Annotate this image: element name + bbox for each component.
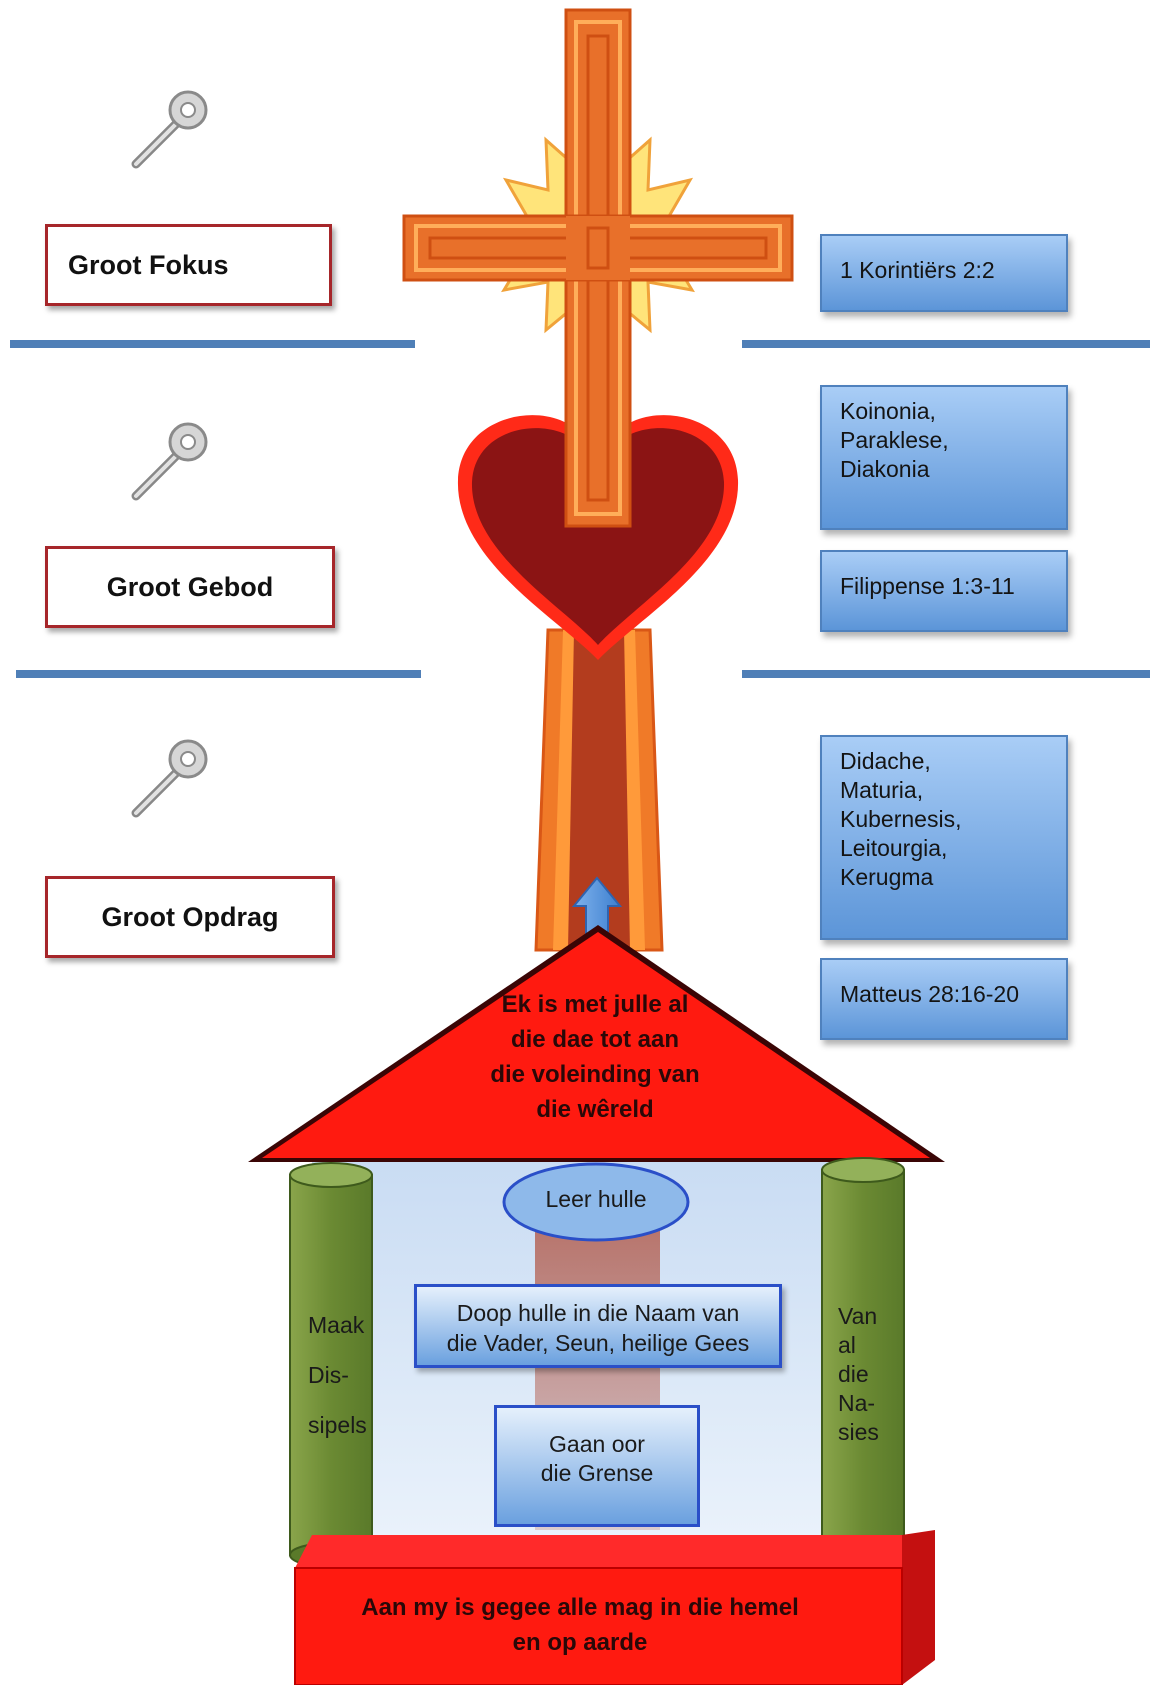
key-icon (131, 90, 208, 169)
label-groot-fokus-text: Groot Fokus (68, 249, 229, 280)
roof-line: Ek is met julle al (501, 991, 689, 1018)
key-icon (131, 739, 208, 818)
house-roof (248, 925, 945, 1162)
ref-box-matteus: Matteus 28:16-20 (820, 958, 1068, 1040)
ref-box-line: Kubernesis, (840, 806, 962, 832)
label-groot-opdrag-text: Groot Opdrag (101, 901, 279, 932)
ref-box-korintiers: 1 Korintiërs 2:2 (820, 234, 1068, 312)
ref-box-line: Leitourgia, (840, 835, 948, 861)
ref-box-line: Diakonia (840, 456, 930, 482)
leer-hulle-text: Leer hulle (545, 1186, 647, 1212)
ref-box-line: Didache, (840, 748, 931, 774)
right-pillar-line: al (838, 1332, 856, 1358)
label-groot-gebod-text: Groot Gebod (106, 571, 274, 602)
house-base (294, 1530, 935, 1685)
label-groot-gebod: Groot Gebod (45, 546, 335, 628)
ref-box-filippense: Filippense 1:3-11 (820, 550, 1068, 632)
left-pillar-line: Maak (308, 1312, 365, 1338)
ref-box-line: Kerugma (840, 864, 934, 890)
gaan-oor-box: Gaan oor die Grense (494, 1405, 700, 1527)
label-groot-opdrag: Groot Opdrag (45, 876, 335, 958)
key-icon (131, 422, 208, 501)
right-pillar-text: Van al die Na- sies (838, 1302, 879, 1447)
right-pillar-line: sies (838, 1419, 879, 1445)
gaan-oor-line: die Grense (540, 1460, 654, 1486)
roof-line: die dae tot aan (510, 1026, 680, 1053)
leer-hulle-oval (502, 1162, 690, 1242)
base-line: Aan my is gegee alle mag in die hemel (361, 1594, 799, 1621)
cross-stem-beam (534, 628, 664, 952)
divider-right-1 (742, 340, 1150, 348)
divider-right-2 (742, 670, 1150, 678)
left-pillar-text: Maak Dis- sipels (308, 1300, 367, 1450)
ref-box-line: Koinonia, (840, 398, 936, 424)
ref-box-line: Paraklese, (840, 427, 949, 453)
doop-hulle-line: Doop hulle in die Naam van (456, 1300, 740, 1326)
ref-box-line: Filippense 1:3-11 (840, 573, 1015, 599)
ref-box-line: 1 Korintiërs 2:2 (840, 257, 995, 283)
ref-box-koinonia: Koinonia, Paraklese, Diakonia (820, 385, 1068, 530)
ref-box-didache: Didache, Maturia, Kubernesis, Leitourgia… (820, 735, 1068, 940)
divider-left-1 (10, 340, 415, 348)
divider-left-2 (16, 670, 421, 678)
base-line: en op aarde (512, 1629, 648, 1656)
base-text: Aan my is gegee alle mag in die hemel en… (300, 1590, 860, 1660)
ref-box-line: Matteus 28:16-20 (840, 981, 1020, 1007)
roof-line: die voleinding van (490, 1061, 700, 1088)
left-pillar-line: Dis- (308, 1362, 349, 1388)
ref-box-line: Maturia, (840, 777, 924, 803)
doop-hulle-line: die Vader, Seun, heilige Gees (446, 1330, 750, 1356)
cross-shape (402, 8, 794, 528)
label-groot-fokus: Groot Fokus (45, 224, 332, 306)
roof-line: die wêreld (536, 1096, 654, 1123)
heart-shape (457, 415, 739, 660)
roof-text: Ek is met julle al die dae tot aan die v… (440, 987, 750, 1127)
right-pillar-line: die (838, 1361, 869, 1387)
doop-hulle-box: Doop hulle in die Naam van die Vader, Se… (414, 1284, 782, 1368)
gaan-oor-line: Gaan oor (549, 1431, 645, 1457)
right-pillar-line: Van (838, 1303, 878, 1329)
left-pillar-line: sipels (308, 1412, 367, 1438)
right-pillar-line: Na- (838, 1390, 876, 1416)
